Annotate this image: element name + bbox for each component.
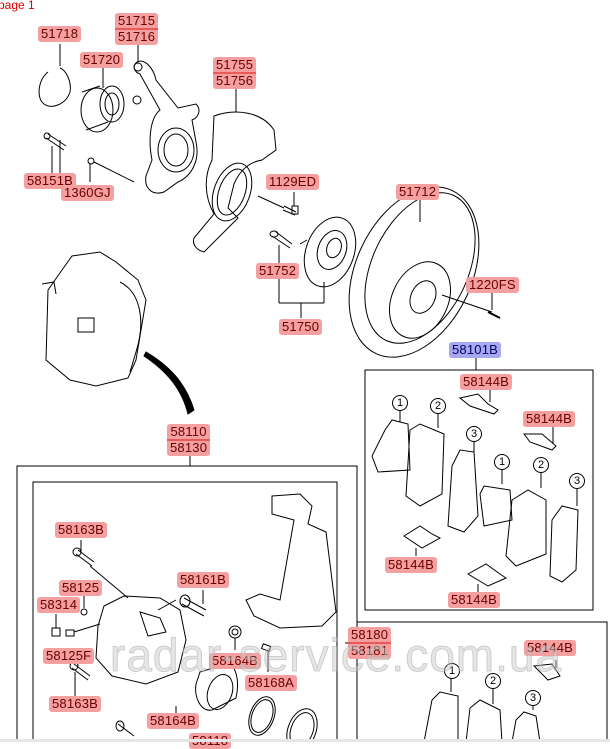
part-label-58144B[interactable]: 58144B: [523, 411, 576, 427]
part-label-1129ED[interactable]: 1129ED: [266, 174, 320, 190]
part-label-51712[interactable]: 51712: [396, 184, 440, 200]
pad-number-2: 2: [533, 457, 549, 473]
part-label-58164B[interactable]: 58164B: [209, 653, 262, 669]
pad-number-3: 3: [466, 426, 482, 442]
snap-ring-drawing: [38, 44, 71, 107]
part-label-58144B[interactable]: 58144B: [448, 592, 501, 608]
part-label-51750[interactable]: 51750: [279, 319, 323, 335]
inner-frame: [32, 481, 338, 742]
brake-pads-lower-drawing: [423, 676, 541, 742]
wheel-bearing-drawing: [80, 64, 125, 133]
part-label-58168A[interactable]: 58168A: [245, 675, 298, 691]
pad-number-1: 1: [494, 454, 510, 470]
part-label-58161B[interactable]: 58161B: [177, 572, 230, 588]
caliper-bracket-drawing: [245, 493, 337, 629]
bottom-border: [0, 739, 610, 742]
lower-pad-frame: [356, 621, 608, 742]
piston-seals-drawing: [175, 625, 318, 742]
part-label-51720[interactable]: 51720: [80, 52, 124, 68]
pad-number-3: 3: [525, 690, 541, 706]
part-label-1360GJ[interactable]: 1360GJ: [61, 185, 114, 201]
part-label-58163B[interactable]: 58163B: [55, 522, 108, 538]
pad-number-3: 3: [569, 473, 585, 489]
pad-number-2: 2: [430, 398, 446, 414]
nut-1360GJ-drawing: [87, 157, 135, 183]
arrow-pointer: [143, 351, 195, 415]
part-label-58144B[interactable]: 58144B: [524, 640, 577, 656]
lower-divider: [345, 598, 358, 742]
part-label-1220FS[interactable]: 1220FS: [466, 277, 519, 293]
pad-kit-frame: [364, 369, 594, 611]
part-label-51752[interactable]: 51752: [256, 263, 300, 279]
page-label: page 1: [0, 0, 35, 12]
part-label-58164B[interactable]: 58164B: [147, 713, 200, 729]
pad-number-1: 1: [392, 395, 408, 411]
part-label-51718[interactable]: 51718: [38, 26, 82, 42]
guide-pins-drawing: [51, 540, 207, 737]
wheel-hub-drawing: [299, 216, 357, 288]
part-label-58314[interactable]: 58314: [37, 597, 81, 613]
part-label-58125[interactable]: 58125: [59, 580, 103, 596]
shims-drawing: [403, 388, 561, 681]
part-label-58144B[interactable]: 58144B: [385, 557, 438, 573]
brake-disc-drawing: [348, 186, 501, 358]
part-label-58144B[interactable]: 58144B: [460, 374, 513, 390]
steering-knuckle-drawing: [132, 40, 200, 194]
bolt-1129ED-drawing: [257, 192, 299, 216]
bolt-58151B-drawing: [43, 132, 67, 176]
part-label-58163B[interactable]: 58163B: [49, 696, 102, 712]
part-label-58101B[interactable]: 58101B: [449, 342, 502, 358]
caliper-body-drawing: [95, 595, 187, 685]
pad-number-1: 1: [444, 663, 460, 679]
part-label-58125F[interactable]: 58125F: [43, 648, 95, 664]
pad-number-2: 2: [485, 673, 501, 689]
dust-cover-drawing: [193, 88, 277, 253]
caliper-assembly-drawing: [41, 251, 147, 387]
brake-pads-upper-drawing: [371, 410, 579, 583]
